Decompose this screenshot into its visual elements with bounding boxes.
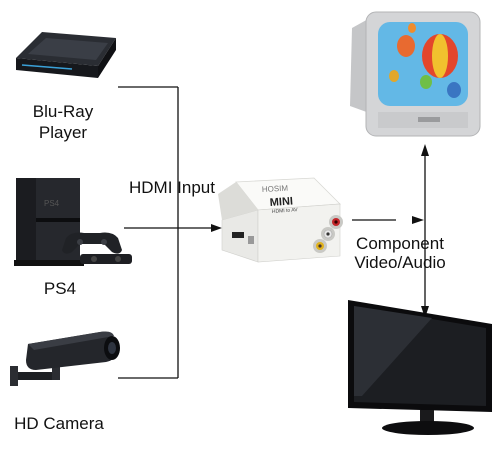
ps4-console-icon: PS4 [14,176,136,268]
converter-model: MINI [269,195,293,209]
flat-tv-icon [342,296,498,442]
down-arrow [421,306,429,318]
bluray-label-line2: Player [38,123,88,142]
output-arrow [412,216,424,224]
crt-tv-icon [348,6,484,142]
hdmi-input-label: HDMI Input [129,178,215,197]
security-camera-icon [8,322,124,398]
bluray-label: Blu-Ray Player [8,101,118,143]
camera-label: HD Camera [14,414,104,433]
converter-subtitle: HDMI to AV [272,207,299,215]
component-label: Component Video/Audio [344,234,456,272]
bluray-label-line1: Blu-Ray [32,102,94,121]
up-arrow [421,144,429,156]
svg-text:PS4: PS4 [44,199,60,208]
component-label-line2: Video/Audio [354,253,446,272]
input-arrow [211,224,222,232]
hdmi-converter-icon: HOSIM MINI HDMI to AV [218,170,358,276]
rca-jacks [313,215,343,253]
converter-brand: HOSIM [262,184,289,194]
component-label-line1: Component [356,234,444,253]
ps4-label: PS4 [43,279,77,298]
bluray-player-icon [12,28,124,84]
